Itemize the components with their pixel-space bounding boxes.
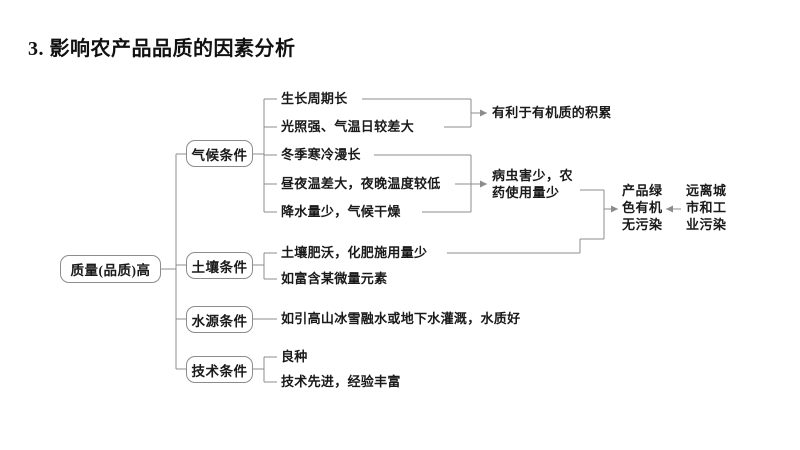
leaf-climate-3: 冬季寒冷漫长	[281, 147, 361, 162]
branch-node-soil: 土壤条件	[186, 252, 253, 279]
leaf-climate-2: 光照强、气温日较差大	[281, 119, 415, 134]
branch-node-water: 水源条件	[186, 306, 253, 333]
branch-label-technology: 技术条件	[191, 363, 248, 379]
leaf-climate-1: 生长周期长	[281, 91, 348, 106]
outcome-organic-matter: 有利于有机质的积累	[492, 105, 612, 120]
branch-node-climate: 气候条件	[186, 140, 253, 167]
leaf-water-1: 如引高山冰雪融水或地下水灌溉，水质好	[281, 311, 521, 326]
branch-label-soil: 土壤条件	[191, 259, 248, 275]
root-node: 质量(品质)高	[60, 255, 161, 283]
outcome-green-product: 产品绿 色有机 无污染	[622, 183, 663, 233]
outcome-away-from-pollution: 远离城 市和工 业污染	[686, 183, 727, 233]
page-title: 3. 影响农产品品质的因素分析	[28, 38, 296, 60]
branch-label-climate: 气候条件	[191, 147, 248, 163]
leaf-soil-2: 如富含某微量元素	[281, 271, 388, 286]
branch-label-water: 水源条件	[191, 313, 248, 329]
outcome-fewer-pests: 病虫害少，农 药使用量少	[492, 168, 574, 201]
leaf-climate-4: 昼夜温差大，夜晚温度较低	[281, 176, 441, 191]
leaf-technology-2: 技术先进，经验丰富	[281, 374, 401, 389]
leaf-climate-5: 降水量少，气候干燥	[281, 204, 401, 219]
branch-node-technology: 技术条件	[186, 356, 253, 383]
root-node-label: 质量(品质)高	[70, 263, 151, 278]
leaf-technology-1: 良种	[281, 349, 308, 364]
leaf-soil-1: 土壤肥沃，化肥施用量少	[281, 245, 428, 260]
